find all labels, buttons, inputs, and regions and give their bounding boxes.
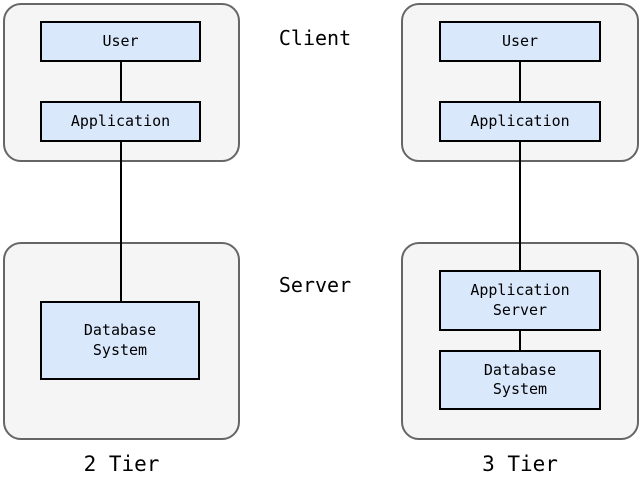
three-tier-user-application-connector <box>519 62 521 101</box>
three-tier-appserver-node: Application Server <box>439 270 601 331</box>
three-tier-user-label: User <box>501 31 539 50</box>
two-tier-application-database-connector <box>120 142 122 301</box>
two-tier-database-node: Database System <box>40 301 200 380</box>
three-tier-database-label: Database System <box>483 360 557 399</box>
client-tier-label: Client <box>278 26 352 50</box>
two-tier-caption: 2 Tier <box>83 452 160 476</box>
two-tier-user-application-connector <box>120 62 122 101</box>
two-tier-application-node: Application <box>40 101 201 142</box>
two-tier-user-node: User <box>40 21 201 62</box>
three-tier-appserver-label: Application Server <box>470 281 570 319</box>
three-tier-database-node: Database System <box>439 350 601 410</box>
two-tier-user-label: User <box>102 31 139 50</box>
three-tier-caption: 3 Tier <box>482 452 558 476</box>
three-tier-appserver-database-connector <box>519 331 521 350</box>
two-tier-application-label: Application <box>70 111 171 130</box>
three-tier-application-appserver-connector <box>519 142 521 270</box>
two-tier-database-label: Database System <box>83 321 157 359</box>
server-tier-label: Server <box>278 273 352 297</box>
three-tier-application-label: Application <box>470 111 570 130</box>
three-tier-application-node: Application <box>439 101 601 142</box>
three-tier-user-node: User <box>439 21 601 62</box>
